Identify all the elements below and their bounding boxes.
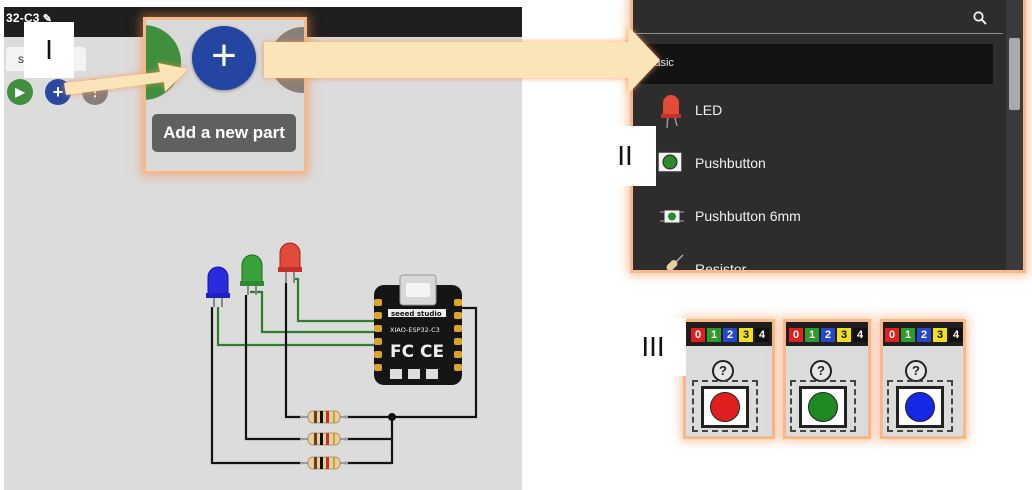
pushbutton-cap[interactable] xyxy=(710,392,740,422)
start-simulation-button[interactable]: ▶ xyxy=(7,79,33,105)
pushbutton-body[interactable] xyxy=(896,386,944,428)
board-marks-text: FC CE xyxy=(390,342,444,362)
pencil-icon[interactable]: ✎ xyxy=(42,13,53,25)
pin-header: 0 1 2 3 4 xyxy=(786,322,868,346)
parts-scrollbar-thumb[interactable] xyxy=(1009,38,1020,110)
parts-scrollbar[interactable] xyxy=(1006,0,1023,270)
part-label: Resistor xyxy=(695,261,747,270)
resistor-1 xyxy=(300,410,348,424)
pushbutton-cap[interactable] xyxy=(808,392,838,422)
selection-outline xyxy=(887,380,953,432)
category-label: Basic xyxy=(647,57,674,69)
part-item-resistor[interactable]: Resistor xyxy=(633,247,1003,270)
help-icon[interactable]: ? xyxy=(810,360,832,382)
resistor-2 xyxy=(300,432,348,446)
callout-label-1: I xyxy=(24,22,74,78)
pin-label: 1 xyxy=(707,328,721,342)
pin-label: 2 xyxy=(917,328,931,342)
part-item-pushbutton[interactable]: Pushbutton xyxy=(633,141,1003,185)
pin-label: 0 xyxy=(885,328,899,342)
project-title-text: 32-C3 xyxy=(6,11,40,25)
led-icon xyxy=(661,95,681,129)
project-title[interactable]: 32-C3✎ xyxy=(6,11,52,25)
pin-label: 4 xyxy=(949,328,963,342)
help-icon[interactable]: ? xyxy=(905,360,927,382)
plus-icon: + xyxy=(52,82,64,102)
pushbutton-green[interactable]: 0 1 2 3 4 ? xyxy=(786,322,868,436)
pin-label: 0 xyxy=(789,328,803,342)
pushbutton-cap[interactable] xyxy=(905,392,935,422)
pushbutton-body[interactable] xyxy=(799,386,847,428)
add-part-button[interactable]: + xyxy=(192,26,256,90)
wire-gnd-green xyxy=(244,295,302,441)
selection-outline xyxy=(692,380,758,432)
parts-panel: Basic LED Pushbutton Pushbutton 6mm xyxy=(633,0,1023,270)
part-label: Pushbutton 6mm xyxy=(695,208,801,224)
wire-red-led xyxy=(294,277,380,323)
wire-green-led xyxy=(250,290,380,334)
pin-header: 0 1 2 3 4 xyxy=(883,322,963,346)
resistor-3 xyxy=(300,456,348,470)
circuit-diagram: seeed studio XIAO-ESP32-C3 FC CE xyxy=(206,242,478,470)
start-button-partial[interactable] xyxy=(146,25,181,100)
led-red xyxy=(278,242,302,283)
resistor-icon xyxy=(666,254,684,270)
pin-label: 4 xyxy=(755,328,769,342)
pin-label: 3 xyxy=(933,328,947,342)
pin-label: 1 xyxy=(805,328,819,342)
wire-gnd-red xyxy=(284,283,302,419)
pin-label: 4 xyxy=(853,328,867,342)
add-part-tooltip: Add a new part xyxy=(152,114,296,152)
board-brand-text: seeed studio xyxy=(391,310,442,318)
part-label: LED xyxy=(695,102,723,118)
callout-label-2: II xyxy=(594,126,656,186)
wire-gnd-blue xyxy=(210,307,302,465)
board-model-text: XIAO-ESP32-C3 xyxy=(390,326,440,334)
parts-search-field[interactable] xyxy=(633,0,1003,34)
category-basic[interactable]: Basic xyxy=(639,44,993,84)
play-icon: ▶ xyxy=(15,85,25,99)
selection-outline xyxy=(790,380,856,432)
pin-label: 2 xyxy=(821,328,835,342)
pin-label: 1 xyxy=(901,328,915,342)
part-label: Pushbutton xyxy=(695,155,766,171)
pin-header: 0 1 2 3 4 xyxy=(686,322,772,346)
wire-gnd-main xyxy=(344,306,478,419)
callout-label-3: III xyxy=(620,318,686,376)
options-button-partial[interactable] xyxy=(270,27,304,93)
wire-blue-led xyxy=(216,307,380,347)
pin-label: 0 xyxy=(691,328,705,342)
pin-label: 3 xyxy=(837,328,851,342)
pushbutton-6mm-icon xyxy=(660,209,684,224)
pin-label: 3 xyxy=(739,328,753,342)
pushbutton-red[interactable]: 0 1 2 3 4 ? xyxy=(686,322,772,436)
led-green xyxy=(240,254,264,295)
help-icon[interactable]: ? xyxy=(712,360,734,382)
xiao-esp32-board: seeed studio XIAO-ESP32-C3 FC CE xyxy=(374,274,462,385)
part-item-pushbutton-6mm[interactable]: Pushbutton 6mm xyxy=(633,194,1003,238)
editor-tab-label: s xyxy=(18,52,24,66)
part-item-led[interactable]: LED xyxy=(633,88,1003,132)
pin-label: 2 xyxy=(723,328,737,342)
pushbutton-icon xyxy=(657,151,683,173)
add-part-callout: + Add a new part xyxy=(146,20,304,171)
search-icon[interactable] xyxy=(973,11,987,25)
led-blue xyxy=(206,266,230,307)
pushbutton-body[interactable] xyxy=(701,386,749,428)
plus-icon: + xyxy=(211,31,237,80)
pushbutton-blue[interactable]: 0 1 2 3 4 ? xyxy=(883,322,963,436)
